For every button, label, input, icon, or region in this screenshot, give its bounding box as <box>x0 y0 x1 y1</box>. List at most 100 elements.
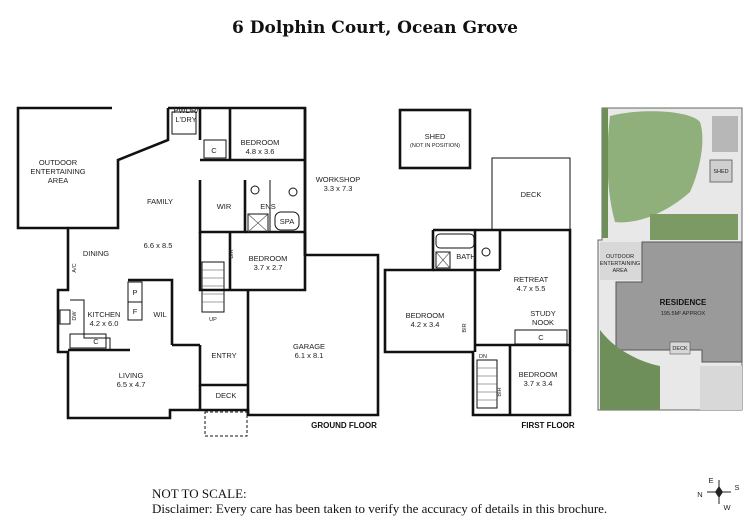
room-size: 3.7 x 2.7 <box>254 263 283 272</box>
toilet <box>250 185 260 195</box>
driveway <box>700 366 742 410</box>
site-label: ENTERTAINING <box>600 261 640 267</box>
room-size: 4.7 x 5.5 <box>517 284 546 293</box>
room-label: OUTDOOR <box>39 158 78 167</box>
fridge <box>127 301 143 321</box>
room-label: ENTRY <box>211 351 236 360</box>
shower <box>435 251 451 269</box>
garden-bed <box>650 214 738 240</box>
not-to-scale-note: NOT TO SCALE: <box>152 486 247 501</box>
room-label: SPA <box>280 217 294 226</box>
room-label: A/C <box>72 263 78 272</box>
room-label: NOOK <box>532 318 554 327</box>
sink <box>59 309 71 325</box>
room-label: GARAGE <box>293 342 325 351</box>
room-label: BEDROOM <box>519 370 558 379</box>
room-size: 4.2 x 6.0 <box>90 319 119 328</box>
compass-n: N <box>697 490 702 499</box>
cupboard <box>514 329 568 345</box>
cupboard <box>203 139 227 159</box>
room-note: (NOT IN POSITION) <box>410 143 460 149</box>
page-title: 6 Dolphin Court, Ocean Grove <box>232 18 518 38</box>
spa-bath <box>274 211 300 231</box>
room-label: BIR <box>229 249 235 258</box>
cooktop-cupboard <box>69 333 107 349</box>
room-label: DW <box>72 311 78 321</box>
room-size: 6.5 x 4.7 <box>117 380 146 389</box>
wall <box>198 180 247 234</box>
compass-needle <box>715 486 723 498</box>
room-size: 3.7 x 3.4 <box>524 379 553 388</box>
room-label: BEDROOM <box>249 254 288 263</box>
kitchen-bench <box>70 299 111 350</box>
room-size: 6.1 x 8.1 <box>295 351 324 360</box>
room-label: SHED <box>425 132 446 141</box>
first-floor-plan <box>383 157 572 417</box>
compass-w: W <box>723 503 731 512</box>
site-label: AREA <box>613 268 628 274</box>
lawn <box>607 111 703 223</box>
residence-footprint <box>615 241 743 363</box>
shed-plan: SHED (NOT IN POSITION) <box>398 108 472 170</box>
ground-floor-plan <box>16 106 380 437</box>
stair-label: UP <box>209 317 217 323</box>
deck-outline <box>204 411 248 437</box>
room-label: BEDROOM <box>406 311 445 320</box>
room-label: STUDY <box>530 309 555 318</box>
room-label: ENS <box>260 202 275 211</box>
first-floor-labels: DECK BATH RETREAT 4.7 x 5.5 STUDY NOOK C… <box>406 190 575 430</box>
room-size: 3.3 x 7.3 <box>324 184 353 193</box>
site-shed <box>709 159 733 183</box>
outdoor-area-outline <box>16 106 112 230</box>
room-size: 4.8 x 3.6 <box>246 147 275 156</box>
residence-area: 195.5M² APPROX <box>661 311 706 317</box>
room-label: DECK <box>216 391 237 400</box>
site-outdoor-area <box>600 242 642 280</box>
room-label: BEDROOM <box>241 138 280 147</box>
site-deck-label: DECK <box>672 346 688 352</box>
room-label: PWDR/ <box>174 106 200 115</box>
staircase <box>201 261 225 313</box>
basin <box>288 187 298 197</box>
room-label: DINING <box>83 249 109 258</box>
room-label: P <box>132 288 137 297</box>
room-label: WIL <box>153 310 166 319</box>
room-label: DECK <box>521 190 542 199</box>
residence-label: RESIDENCE <box>660 298 707 307</box>
ground-floor-labels: OUTDOOR ENTERTAINING AREA PWDR/ L'DRY BE… <box>30 106 377 430</box>
room-label: L'DRY <box>175 115 196 124</box>
shed-outline <box>398 108 472 170</box>
compass-e: E <box>708 476 713 485</box>
room-label: BATH <box>456 252 475 261</box>
shower-cross <box>247 213 269 233</box>
room-label: LIVING <box>119 371 144 380</box>
shower <box>247 213 269 233</box>
shower-cross <box>435 251 451 269</box>
compass: E N S W <box>697 476 739 512</box>
laundry-fixtures <box>171 111 197 135</box>
room-size: 4.2 x 3.4 <box>411 320 440 329</box>
site-shed-label: SHED <box>713 169 728 175</box>
room-label: RETREAT <box>514 275 549 284</box>
room-label: KITCHEN <box>88 310 121 319</box>
ground-floor-label: GROUND FLOOR <box>311 421 377 430</box>
site-deck <box>669 341 691 355</box>
house-outer-wall <box>56 106 380 420</box>
room-label: C <box>211 146 217 155</box>
room-label: F <box>133 307 138 316</box>
footer-disclaimer: NOT TO SCALE: Disclaimer: Every care has… <box>152 486 607 516</box>
room-label: C <box>93 337 99 346</box>
wall <box>128 278 174 345</box>
garden-bed <box>602 108 608 238</box>
first-floor-outer-wall <box>383 228 572 417</box>
room-label: BIR <box>497 387 503 396</box>
room-label: ENTERTAINING <box>30 167 85 176</box>
room-label: WIR <box>217 202 232 211</box>
toilet <box>481 247 491 257</box>
paving <box>712 116 738 152</box>
site-plan: SHED OUTDOOR ENTERTAINING AREA RESIDENCE… <box>597 107 743 411</box>
bath-tub <box>435 233 475 249</box>
stair-label: DN <box>479 354 487 360</box>
disclaimer-text: Disclaimer: Every care has been taken to… <box>152 501 608 516</box>
